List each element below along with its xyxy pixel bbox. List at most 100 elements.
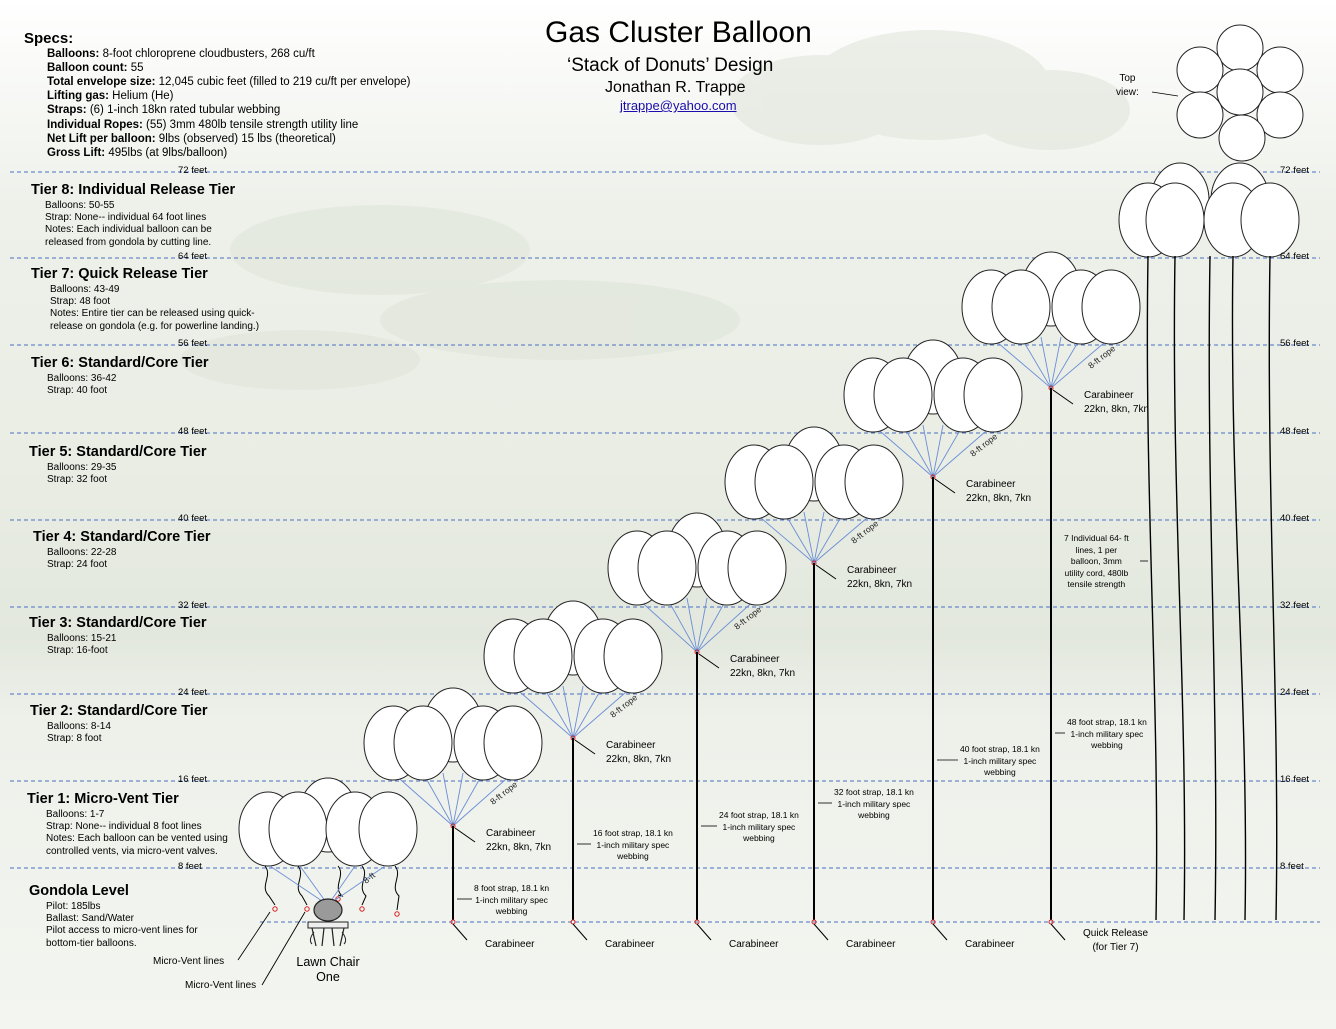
tier-detail: Notes: Entire tier can be released using… — [50, 308, 255, 320]
spec-label: Balloons: — [47, 48, 100, 60]
spec-label: Total envelope size: — [47, 76, 156, 89]
background-clouds — [180, 30, 1130, 390]
spec-row: Individual Ropes: (55) 3mm 480lb tensile… — [47, 119, 358, 131]
height-label-right: 32 feet — [1280, 600, 1310, 611]
micro-vent-valve — [394, 911, 400, 917]
balloon — [358, 791, 418, 867]
tether-rope — [572, 685, 584, 739]
carabineer-rating-line: 22kn, 8kn, 7kn — [1084, 403, 1150, 415]
tether-rope — [452, 772, 484, 827]
height-label-right: 16 feet — [1280, 774, 1310, 785]
leader-line — [696, 923, 712, 941]
tether-rope — [803, 511, 815, 564]
tether-rope — [990, 336, 1052, 389]
rope-length-label: 8-ft rope — [732, 604, 763, 632]
tether-rope — [1050, 336, 1062, 389]
tether-rope — [572, 685, 634, 739]
tier-title: Tier 6: Standard/Core Tier — [31, 355, 209, 371]
tether-rope — [572, 685, 604, 739]
micro-vent-line — [361, 865, 367, 906]
carabineer-rating-line: 22kn, 8kn, 7kn — [730, 667, 796, 679]
ground-carabineer-label: Carabineer — [605, 939, 655, 950]
tether-rope — [813, 511, 845, 564]
tether-rope — [327, 865, 386, 906]
tether-rope — [1050, 336, 1082, 389]
tether-rope — [666, 597, 698, 653]
author-email-link[interactable]: jtrappe@yahoo.com — [620, 98, 737, 113]
tier-detail: Strap: 40 foot — [47, 385, 108, 397]
tier-detail: Notes: Each balloon can be vented using — [46, 833, 228, 845]
height-label-right: 56 feet — [1280, 338, 1310, 349]
strap-line: 48 foot strap, 18.1 kn — [1067, 717, 1147, 727]
spec-label: Gross Lift: — [47, 146, 106, 159]
tier-detail: controlled vents, via micro-vent valves. — [46, 845, 218, 857]
strap-line: 40 foot strap, 18.1 kn — [960, 744, 1040, 754]
carabineer-rating-line: Carabineer — [1084, 390, 1134, 401]
balloon — [637, 530, 697, 606]
height-guides — [10, 171, 1320, 869]
leader-line — [452, 923, 468, 941]
tether-rope — [696, 597, 758, 653]
author-name: Jonathan R. Trappe — [605, 79, 746, 96]
strap-line: 1-inch military spec — [475, 894, 548, 905]
spec-label: Lifting gas: — [47, 90, 109, 103]
leader-line — [813, 923, 829, 941]
tether-rope — [636, 597, 698, 653]
carabineer-rating-line: Carabineer — [966, 479, 1016, 490]
spec-value: 495lbs (at 9lbs/balloon) — [105, 146, 228, 159]
tier-title: Tier 4: Standard/Core Tier — [33, 529, 211, 545]
lawn-chair-label-line1: Lawn Chair — [296, 955, 360, 969]
tier-detail: Balloons: 43-49 — [50, 284, 120, 295]
spec-label: Balloon count: — [47, 62, 128, 75]
tether-rope — [753, 511, 815, 564]
tether-rope — [813, 511, 825, 564]
tier-detail: bottom-tier balloons. — [46, 937, 137, 949]
leader-line — [572, 923, 588, 941]
micro-vent-label-2: Micro-Vent lines — [185, 980, 257, 991]
leader-line — [932, 923, 948, 941]
height-label-left: 40 feet — [178, 513, 208, 524]
rope-length-label: 8-ft rope — [488, 779, 519, 807]
balloon — [483, 705, 543, 781]
leader-line — [1050, 923, 1066, 941]
carabineer-rating-line: Carabineer — [606, 740, 656, 751]
height-label-left: 8 feet — [178, 861, 202, 872]
strap-line: 1-inch military spec — [963, 755, 1037, 766]
ground-carabineer-label: Carabineer — [965, 939, 1015, 950]
strap-line: 8 foot strap, 18.1 kn — [474, 883, 550, 893]
leader-line — [698, 653, 720, 669]
height-label-left: 32 feet — [178, 600, 208, 611]
tier-detail: Strap: 48 foot — [50, 296, 111, 308]
lawn-chair-label: Lawn Chair One — [286, 955, 370, 985]
height-label-right: 64 feet — [1280, 251, 1310, 262]
top-view-balloon — [1176, 46, 1224, 94]
tier-detail: Strap: 16-foot — [47, 645, 108, 657]
tether-rope — [813, 511, 875, 564]
tier-detail: Strap: 32 foot — [47, 474, 108, 486]
micro-vent-line — [297, 865, 308, 906]
strap-line: webbing — [984, 767, 1016, 777]
tier-title: Tier 2: Standard/Core Tier — [30, 703, 208, 719]
tier-detail: released from gondola by cutting line. — [45, 236, 212, 248]
leader-line — [1052, 389, 1074, 405]
tether-rope — [452, 772, 464, 827]
tier-title: Tier 5: Standard/Core Tier — [29, 444, 207, 460]
strap-line: webbing — [617, 851, 649, 861]
balloon — [513, 618, 573, 694]
micro-vent-valve — [304, 906, 310, 912]
carabineer-rating-line: 22kn, 8kn, 7kn — [847, 578, 913, 590]
spec-row: Balloons: 8-foot chloroprene cloudbuster… — [47, 48, 315, 60]
micro-vent-valve — [359, 906, 365, 912]
leader-line — [454, 827, 476, 843]
strap-line: webbing — [1091, 740, 1123, 750]
balloon — [991, 269, 1051, 345]
top-view-balloon — [1216, 68, 1264, 116]
